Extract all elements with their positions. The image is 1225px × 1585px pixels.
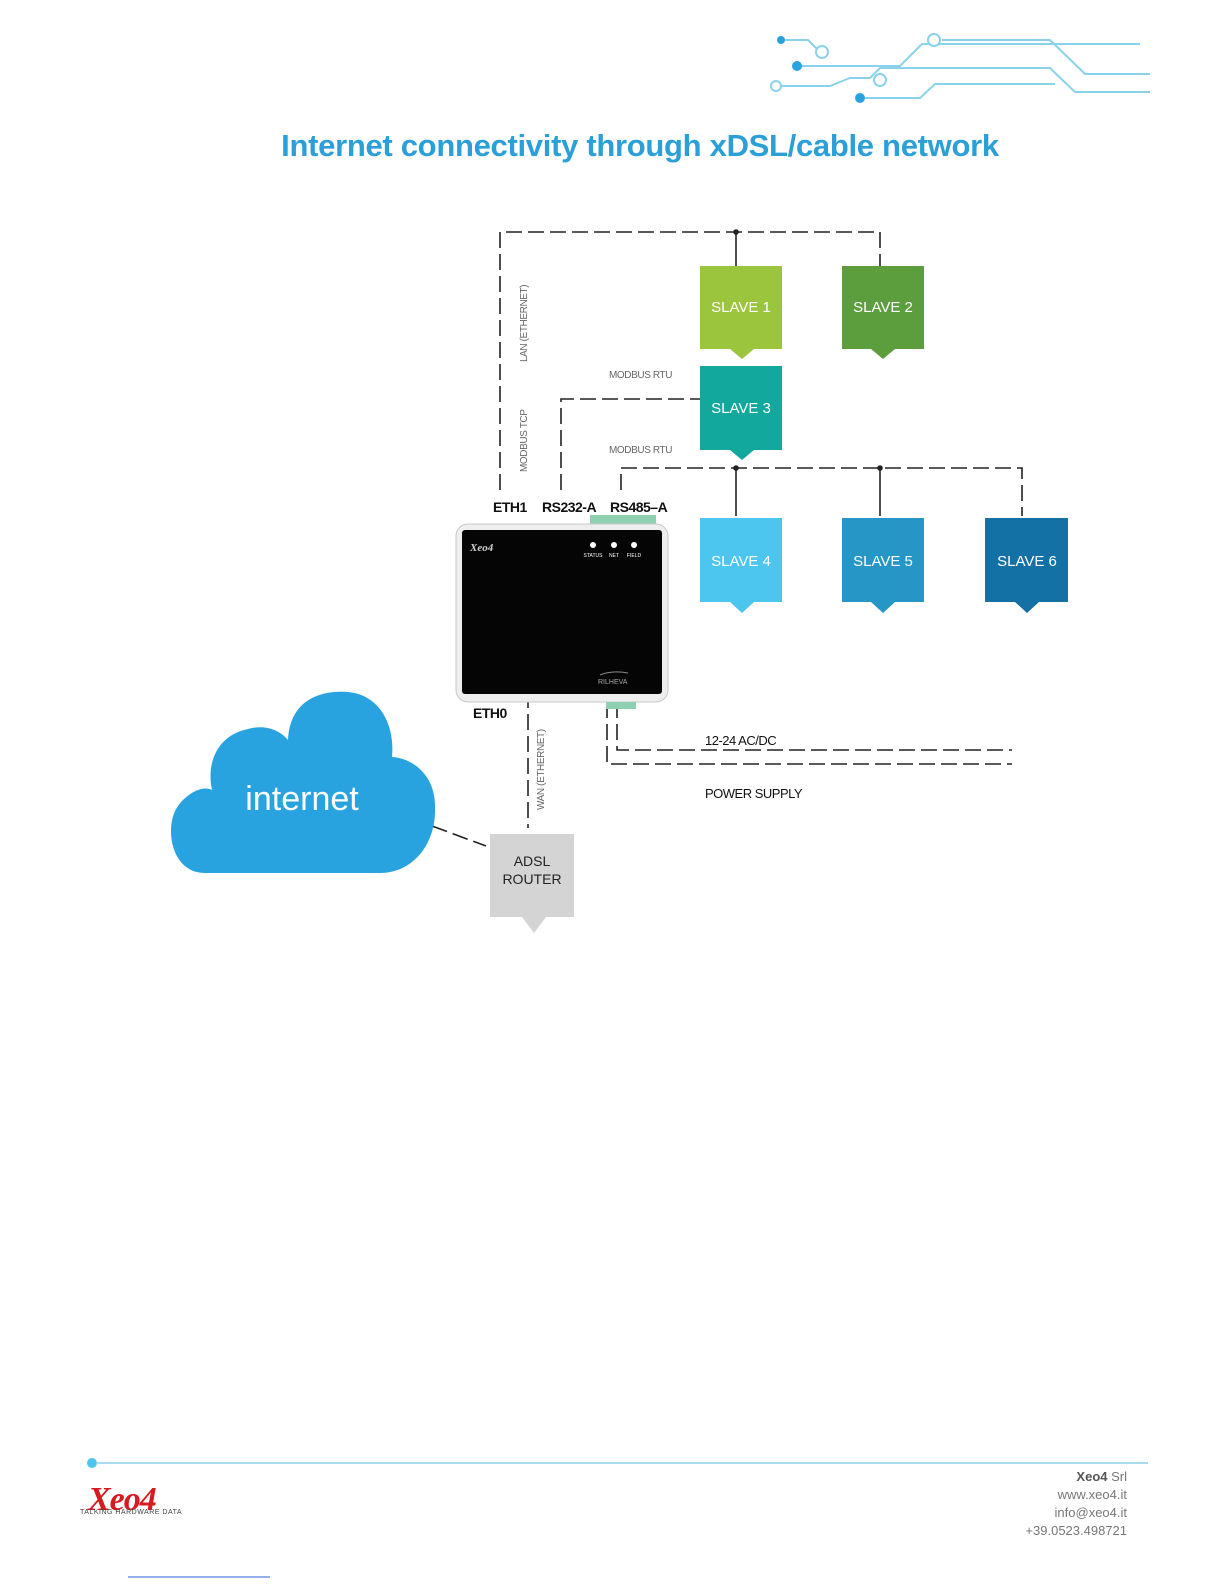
gateway-device: Xeo4 STATUS NET FIELD RILHEVA — [455, 515, 669, 709]
connection-lines — [431, 231, 1023, 847]
router-label-line2: ROUTER — [502, 871, 561, 887]
field-led — [631, 542, 637, 548]
device-maker-label: RILHEVA — [598, 679, 628, 686]
status-led-label: STATUS — [584, 553, 604, 559]
field-led-label: FIELD — [627, 553, 642, 559]
router-label-line1: ADSL — [514, 853, 551, 869]
modbus-tcp-label: MODBUS TCP — [519, 409, 530, 472]
power-line-1 — [616, 702, 1012, 751]
xeo4-logo: Xeo4 — [87, 1481, 157, 1518]
adsl-router: ADSL ROUTER — [490, 834, 574, 933]
internet-label: internet — [245, 780, 359, 818]
rs485-label: RS485–A — [610, 499, 668, 515]
slave-6: SLAVE 6 — [985, 518, 1068, 613]
slave-5: SLAVE 5 — [842, 518, 924, 613]
slave-5-label: SLAVE 5 — [853, 553, 913, 570]
slave-1: SLAVE 1 — [700, 266, 782, 359]
slave-2: SLAVE 2 — [842, 266, 924, 359]
rs485-bus-line — [620, 467, 1023, 516]
slave-3-label: SLAVE 3 — [711, 400, 771, 417]
slave-1-label: SLAVE 1 — [711, 299, 771, 316]
status-led — [590, 542, 596, 548]
power-voltage-label: 12-24 AC/DC — [705, 733, 776, 748]
footer-contact: Xeo4 Srl www.xeo4.it info@xeo4.it +39.05… — [1025, 1468, 1127, 1540]
lan-bus-line — [499, 231, 881, 490]
net-led — [611, 542, 617, 548]
rs232-line — [560, 398, 700, 490]
eth1-label: ETH1 — [493, 499, 528, 515]
slave-4: SLAVE 4 — [700, 518, 782, 613]
company-phone: +39.0523.498721 — [1025, 1523, 1127, 1538]
company-email[interactable]: info@xeo4.it — [1054, 1505, 1127, 1520]
net-led-label: NET — [609, 553, 619, 559]
wan-label: WAN (ETHERNET) — [536, 729, 547, 810]
modbus-rtu-label-2: MODBUS RTU — [609, 445, 672, 456]
internet-link-line — [431, 825, 487, 847]
eth0-label: ETH0 — [473, 705, 508, 721]
page-title: Internet connectivity through xDSL/cable… — [281, 128, 999, 163]
xeo4-logo-text: Xeo4 — [87, 1481, 156, 1518]
internet-cloud: internet — [170, 691, 436, 873]
company-website[interactable]: www.xeo4.it — [1057, 1487, 1127, 1502]
power-line-2 — [606, 702, 1012, 765]
slave-2-label: SLAVE 2 — [853, 299, 913, 316]
slave-3: SLAVE 3 — [700, 366, 782, 460]
slave-6-label: SLAVE 6 — [997, 553, 1057, 570]
circuit-decoration — [770, 33, 1150, 103]
power-supply-label: POWER SUPPLY — [705, 786, 803, 801]
lan-label: LAN (ETHERNET) — [519, 285, 530, 362]
slave-4-label: SLAVE 4 — [711, 553, 771, 570]
footer-divider — [87, 1458, 1148, 1468]
device-brand-logo: Xeo4 — [469, 542, 494, 554]
company-name: Xeo4 Srl — [1076, 1469, 1127, 1484]
modbus-rtu-label-1: MODBUS RTU — [609, 370, 672, 381]
logo-tagline: TALKING HARDWARE DATA — [80, 1509, 183, 1516]
rs232-label: RS232-A — [542, 499, 596, 515]
